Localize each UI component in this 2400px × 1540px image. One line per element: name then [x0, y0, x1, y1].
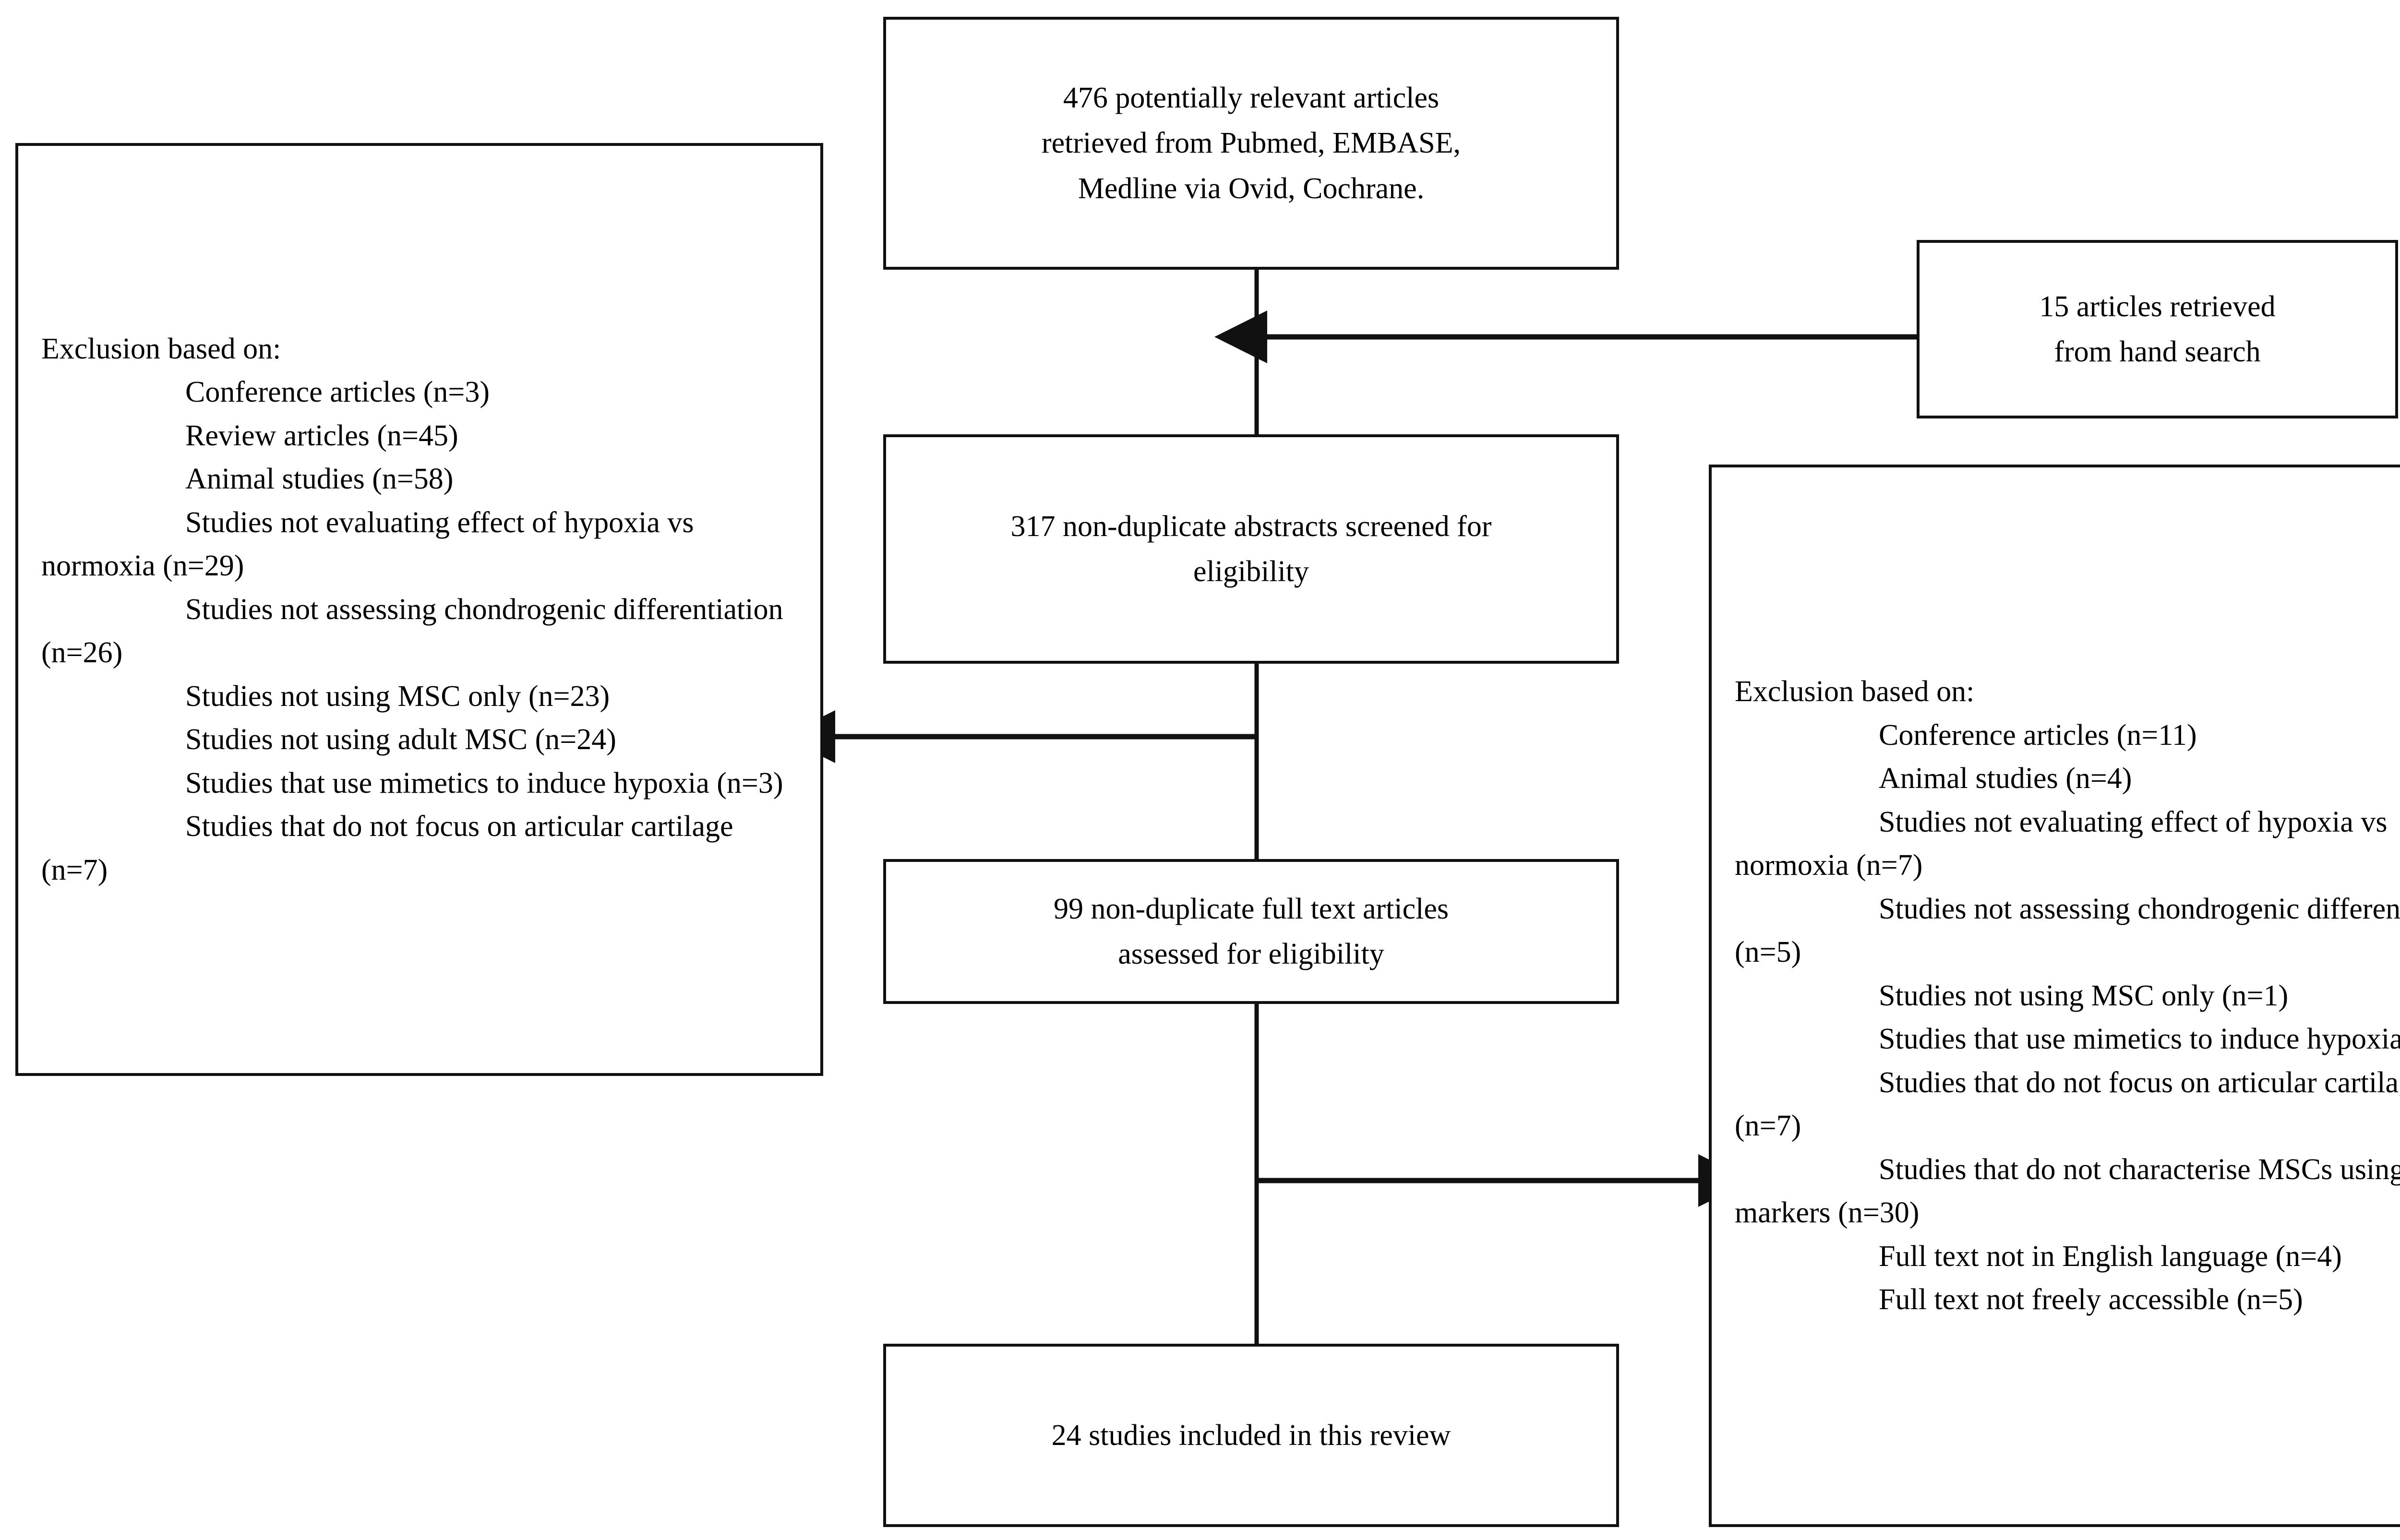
- exclusion-right-item: Conference articles (n=11): [1879, 718, 2197, 752]
- screening-box-text: 317 non-duplicate abstracts screened for…: [1010, 510, 1492, 588]
- screening-box[interactable]: 317 non-duplicate abstracts screened for…: [883, 434, 1619, 664]
- exclusion-left-item: Conference articles (n=3): [185, 376, 490, 409]
- exclusion-right-panel[interactable]: Exclusion based on: Conference articles …: [1709, 465, 2400, 1527]
- exclusion-left-list: Conference articles (n=3) Review article…: [41, 370, 801, 892]
- exclusion-left-item: Studies that use mimetics to induce hypo…: [185, 766, 783, 800]
- exclusion-left-content: Exclusion based on: Conference articles …: [18, 327, 820, 892]
- eligibility-box-text: 99 non-duplicate full text articles asse…: [1054, 892, 1449, 970]
- exclusion-right-item: Studies not evaluating effect of hypoxia…: [1735, 805, 2388, 882]
- exclusion-left-item: Studies not using adult MSC (n=24): [185, 723, 616, 756]
- exclusion-left-panel[interactable]: Exclusion based on: Conference articles …: [15, 143, 823, 1076]
- eligibility-box[interactable]: 99 non-duplicate full text articles asse…: [883, 859, 1619, 1004]
- exclusion-left-item: Studies that do not focus on articular c…: [41, 810, 733, 886]
- exclusion-left-item: Studies not using MSC only (n=23): [185, 680, 610, 713]
- exclusion-left-item: Studies not evaluating effect of hypoxia…: [41, 506, 694, 583]
- exclusion-right-content: Exclusion based on: Conference articles …: [1712, 670, 2400, 1322]
- exclusion-right-heading: Exclusion based on:: [1735, 675, 1975, 708]
- exclusion-right-item: Studies not using MSC only (n=1): [1879, 979, 2289, 1012]
- exclusion-left-item: Review articles (n=45): [185, 419, 458, 452]
- identification-box-text: 476 potentially relevant articles retrie…: [1041, 82, 1461, 205]
- exclusion-right-item: Studies not assessing chondrogenic diffe…: [1735, 892, 2400, 969]
- exclusion-left-item: Studies not assessing chondrogenic diffe…: [41, 593, 783, 669]
- exclusion-right-list: Conference articles (n=11) Animal studie…: [1735, 714, 2400, 1322]
- hand-search-box-text: 15 articles retrieved from hand search: [2039, 290, 2276, 368]
- exclusion-right-item: Studies that do not characterise MSCs us…: [1735, 1153, 2400, 1230]
- exclusion-left-heading: Exclusion based on:: [41, 332, 281, 365]
- identification-box[interactable]: 476 potentially relevant articles retrie…: [883, 17, 1619, 270]
- exclusion-right-item: Full text not in English language (n=4): [1879, 1240, 2342, 1273]
- exclusion-right-item: Studies that do not focus on articular c…: [1735, 1066, 2400, 1143]
- exclusion-right-item: Full text not freely accessible (n=5): [1879, 1283, 2303, 1316]
- included-box[interactable]: 24 studies included in this review: [883, 1344, 1619, 1527]
- exclusion-left-item: Animal studies (n=58): [185, 463, 454, 496]
- exclusion-right-item: Animal studies (n=4): [1879, 762, 2132, 795]
- included-box-text: 24 studies included in this review: [1051, 1419, 1451, 1452]
- exclusion-right-item: Studies that use mimetics to induce hypo…: [1879, 1023, 2400, 1056]
- hand-search-box[interactable]: 15 articles retrieved from hand search: [1917, 240, 2398, 418]
